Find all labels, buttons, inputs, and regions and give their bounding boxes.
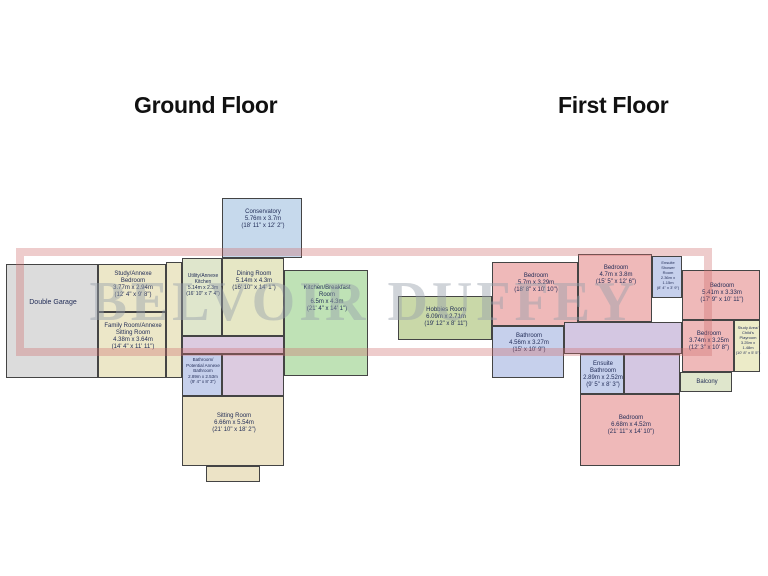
- sitting-label: Sitting Room 6.66m x 5.54m (21' 10" x 18…: [212, 413, 256, 433]
- dining-label: Dining Room 5.14m x 4.3m (16' 10" x 14' …: [232, 271, 276, 291]
- family-room: Family Room/Annexe Sitting Room 4.38m x …: [98, 312, 166, 378]
- bathroom-first-label: Bathroom 4.56m x 3.27m (15' x 10' 9"): [509, 333, 549, 353]
- study-annexe-bedroom: Study/Annexe Bedroom 3.77m x 2.94m (12' …: [98, 264, 166, 312]
- conservatory-label: Conservatory 5.76m x 3.7m (18' 11" x 12'…: [241, 209, 285, 229]
- ensuite-shower-label: Ensuite Shower Room 2.36m x 1.15m (8' 4"…: [656, 260, 680, 290]
- bathroom-first: Bathroom 4.56m x 3.27m (15' x 10' 9"): [492, 326, 564, 378]
- kitchen-breakfast-room: Kitchen/Breakfast Room 6.5m x 4.3m (21' …: [284, 270, 368, 376]
- entrance-hall: [222, 354, 284, 396]
- dining-room: Dining Room 5.14m x 4.3m (16' 10" x 14' …: [222, 258, 284, 336]
- balcony-label: Balcony: [696, 379, 718, 385]
- bathroom-annexe: Bathroom/ Potential Annexe Bathroom 2.89…: [182, 354, 222, 396]
- family-label: Family Room/Annexe Sitting Room 4.38m x …: [104, 323, 162, 350]
- annexe-corridor: [166, 262, 182, 378]
- main-bedroom-label: Bedroom 6.68m x 4.52m (21' 11" x 14' 10"…: [607, 415, 655, 435]
- double-garage: Double Garage: [6, 264, 98, 378]
- balcony: Balcony: [680, 372, 732, 392]
- ground-floor-title: Ground Floor: [134, 92, 278, 118]
- bedroom-2: Bedroom 4.7m x 3.8m (15' 5" x 12' 6"): [578, 254, 652, 322]
- conservatory: Conservatory 5.76m x 3.7m (18' 11" x 12'…: [222, 198, 302, 258]
- hallway: [182, 336, 284, 354]
- bedroom-3: Bedroom 5.41m x 3.33m (17' 9" x 10' 11"): [682, 270, 760, 320]
- bedroom-1: Bedroom 5.7m x 3.29m (18' 8" x 10' 10"): [492, 262, 578, 326]
- double-garage-label: Double Garage: [29, 299, 77, 306]
- ensuite-shower-room: Ensuite Shower Room 2.36m x 1.15m (8' 4"…: [652, 256, 682, 298]
- utility-annexe-kitchen: Utility/Annexe Kitchen 5.14m x 2.3m (16'…: [182, 258, 222, 336]
- bedroom-4: Bedroom 3.74m x 3.25m (12' 3" x 10' 8"): [682, 320, 734, 372]
- kitchen-label: Kitchen/Breakfast Room 6.5m x 4.3m (21' …: [303, 285, 351, 312]
- main-bedroom: Bedroom 6.68m x 4.52m (21' 11" x 14' 10"…: [580, 394, 680, 466]
- landing-lower: [624, 354, 680, 394]
- bedroom-4-label: Bedroom 3.74m x 3.25m (12' 3" x 10' 8"): [688, 331, 730, 351]
- utility-label: Utility/Annexe Kitchen 5.14m x 2.3m (16'…: [186, 273, 220, 297]
- sitting-bay: [206, 466, 260, 482]
- hobbies-room: Hobbies Room 6.09m x 2.71m (19' 12" x 8'…: [398, 296, 492, 340]
- hobbies-label: Hobbies Room 6.09m x 2.71m (19' 12" x 8'…: [424, 307, 468, 327]
- bathroom-label: Bathroom/ Potential Annexe Bathroom 2.89…: [186, 357, 220, 384]
- sitting-room: Sitting Room 6.66m x 5.54m (21' 10" x 18…: [182, 396, 284, 466]
- bedroom-1-label: Bedroom 5.7m x 3.29m (18' 8" x 10' 10"): [514, 273, 558, 293]
- landing: [564, 322, 682, 354]
- study-area-label: Study Area/ Child's Playroom 3.25m x 1.4…: [735, 325, 761, 355]
- bedroom-2-label: Bedroom 4.7m x 3.8m (15' 5" x 12' 6"): [595, 265, 637, 285]
- watermark-frame: [16, 248, 712, 356]
- study-area: Study Area/ Child's Playroom 3.25m x 1.4…: [734, 320, 760, 372]
- ensuite-bathroom: Ensuite Bathroom 2.89m x 2.52m (9' 5" x …: [580, 354, 624, 394]
- first-floor-title: First Floor: [558, 92, 669, 118]
- bedroom-3-label: Bedroom 5.41m x 3.33m (17' 9" x 10' 11"): [700, 283, 744, 303]
- study-label: Study/Annexe Bedroom 3.77m x 2.94m (12' …: [113, 271, 153, 298]
- ensuite-bathroom-label: Ensuite Bathroom 2.89m x 2.52m (9' 5" x …: [583, 361, 623, 388]
